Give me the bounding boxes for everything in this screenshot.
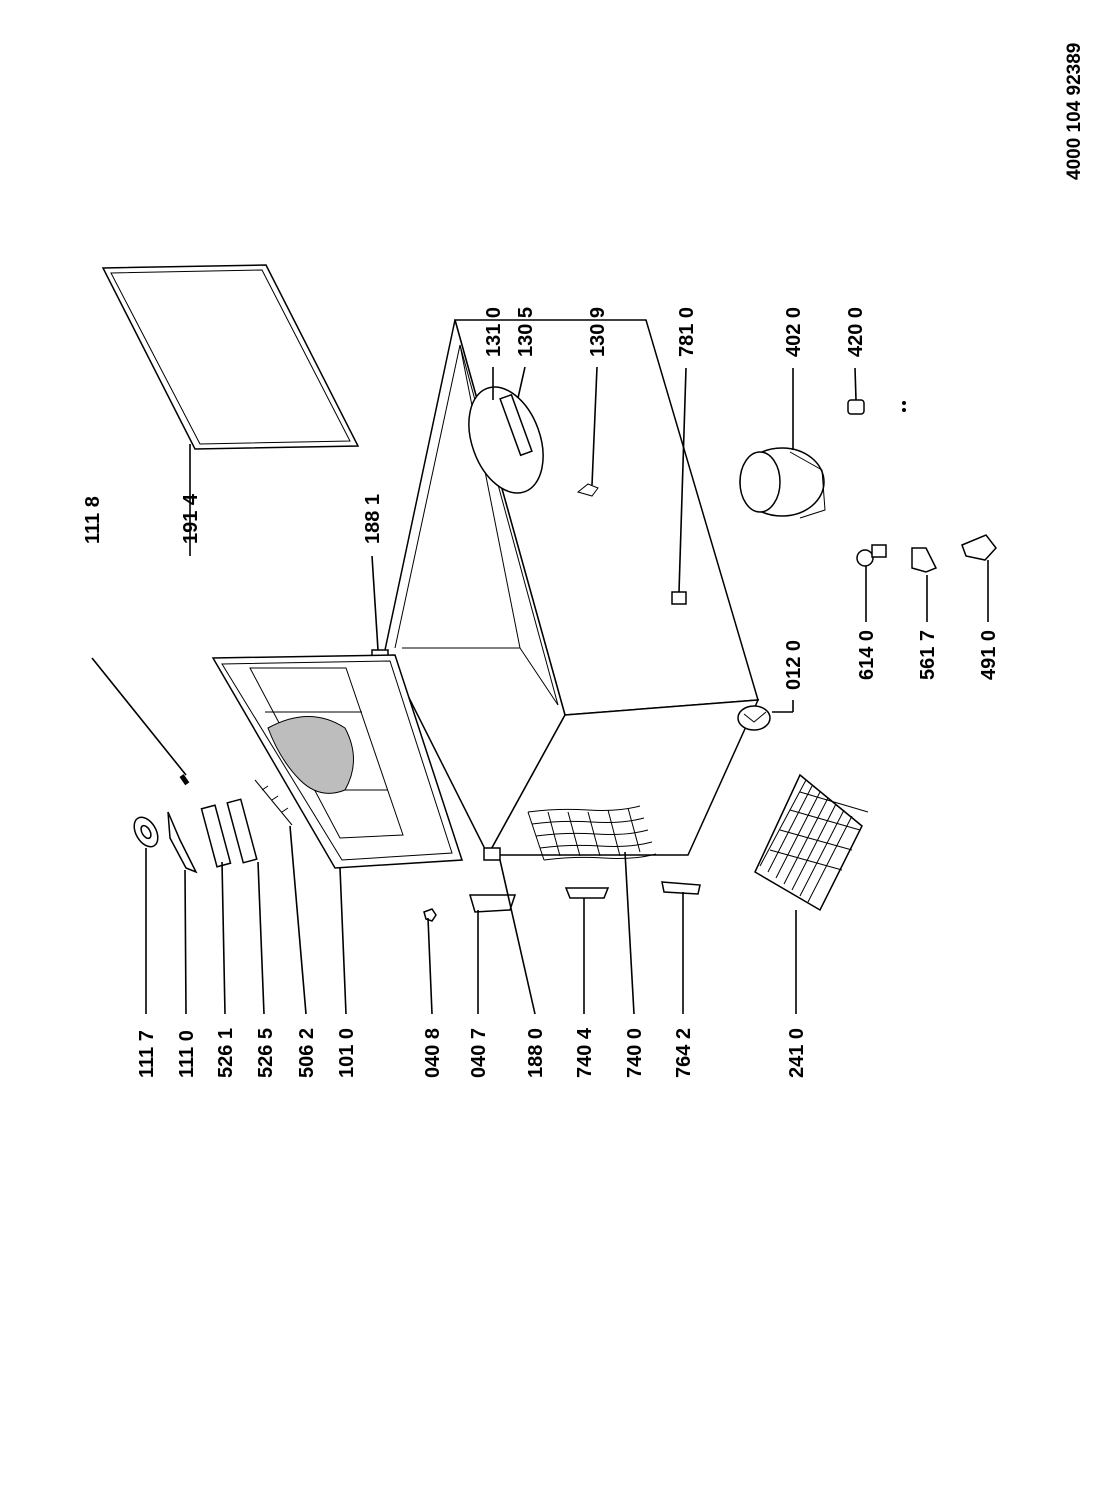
label-491-0: 491 0 bbox=[978, 630, 1000, 680]
label-420-0: 420 0 bbox=[845, 307, 867, 357]
label-111-8: 111 8 bbox=[82, 496, 104, 544]
condenser-drawing bbox=[527, 805, 657, 861]
label-241-0: 241 0 bbox=[786, 1028, 808, 1078]
label-111-7: 111 7 bbox=[136, 1030, 158, 1078]
label-764-2: 764 2 bbox=[673, 1028, 695, 1078]
label-188-0: 188 0 bbox=[525, 1028, 547, 1078]
part-labels: 111 7 111 0 526 1 526 5 506 2 101 0 040 … bbox=[82, 307, 1000, 1078]
label-111-0: 111 0 bbox=[176, 1030, 198, 1078]
label-740-4: 740 4 bbox=[574, 1027, 596, 1078]
lid-drawing bbox=[211, 654, 464, 869]
handle-parts-drawing bbox=[133, 774, 293, 874]
label-040-8: 040 8 bbox=[422, 1028, 444, 1078]
label-526-1: 526 1 bbox=[215, 1028, 237, 1078]
lid-seal-drawing bbox=[101, 264, 360, 450]
label-188-1: 188 1 bbox=[362, 494, 384, 544]
label-131-0: 131 0 bbox=[483, 307, 505, 357]
lock-plate-drawing bbox=[671, 591, 687, 605]
document-number: 4000 104 92389 bbox=[1064, 43, 1085, 180]
label-402-0: 402 0 bbox=[783, 307, 805, 357]
basket-drawing bbox=[754, 773, 869, 912]
hinge-bottom-drawing bbox=[483, 847, 501, 861]
cover-parts-drawing bbox=[468, 386, 599, 497]
compressor-drawing bbox=[739, 447, 826, 519]
electrical-parts-drawing bbox=[847, 399, 997, 573]
label-191-4: 191 4 bbox=[180, 493, 202, 544]
label-506-2: 506 2 bbox=[296, 1028, 318, 1078]
cabinet-drawing bbox=[371, 319, 771, 861]
leader-lines bbox=[91, 366, 989, 1015]
label-101-0: 101 0 bbox=[336, 1028, 358, 1078]
label-561-7: 561 7 bbox=[917, 630, 939, 680]
label-614-0: 614 0 bbox=[856, 630, 878, 680]
label-781-0: 781 0 bbox=[676, 307, 698, 357]
label-740-0: 740 0 bbox=[624, 1028, 646, 1078]
label-012-0: 012 0 bbox=[783, 640, 805, 690]
label-526-5: 526 5 bbox=[255, 1028, 277, 1078]
label-040-7: 040 7 bbox=[468, 1028, 490, 1078]
small-parts-drawing bbox=[423, 881, 701, 922]
label-130-9: 130 9 bbox=[587, 307, 609, 357]
label-130-5: 130 5 bbox=[515, 307, 537, 357]
foot-drawing bbox=[737, 705, 771, 731]
